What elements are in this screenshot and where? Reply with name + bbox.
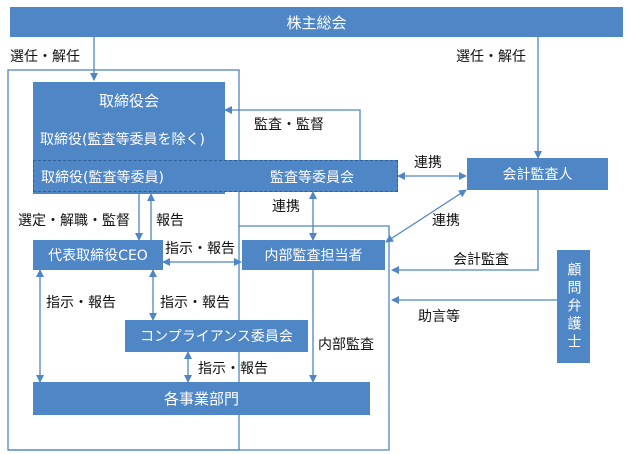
label-instruct-ceo-comp: 指示・報告 [160, 295, 230, 311]
lawyer-box: 顧問弁護士 [557, 250, 590, 363]
directors-excl-audit: 取締役(監査等委員を除く) [40, 132, 205, 148]
label-select-dismiss: 選定・解職・監督 [18, 213, 130, 229]
label-instruct-comp-dept: 指示・報告 [198, 361, 268, 377]
internal-audit-box: 内部監査担当者 [242, 240, 385, 270]
directors-audit-box: 取締役(監査等委員) 監査等委員会 [33, 160, 398, 192]
label-coop-audit-internal: 連携 [272, 199, 300, 215]
label-coop-audit-accounting: 連携 [414, 155, 442, 171]
label-advice: 助言等 [418, 309, 460, 325]
accounting-auditor-box: 会計監査人 [467, 158, 608, 190]
label-internal-audit: 内部監査 [318, 337, 374, 353]
compliance-box: コンプライアンス委員会 [125, 320, 308, 352]
shareholders-meeting-box: 株主総会 [10, 7, 623, 37]
label-instruct-ceo-dept: 指示・報告 [46, 295, 116, 311]
arrow-audit-board [224, 106, 361, 160]
audit-committee-label: 監査等委員会 [270, 170, 354, 186]
directors-audit-label: 取締役(監査等委員) [41, 170, 164, 186]
label-coop-accounting-internal: 連携 [432, 213, 460, 229]
label-instruct-ceo-internal: 指示・報告 [165, 241, 235, 257]
board-title: 取締役会 [98, 92, 159, 110]
departments-box: 各事業部門 [33, 382, 370, 415]
arrow-accounting-company [391, 190, 539, 274]
label-elect-left: 選任・解任 [10, 49, 80, 65]
arrow-accounting-internal [385, 189, 467, 243]
label-report-ceo-board: 報告 [156, 213, 184, 229]
label-elect-right: 選任・解任 [456, 49, 526, 65]
ceo-box: 代表取締役CEO [33, 240, 163, 270]
label-accounting-audit: 会計監査 [453, 252, 509, 268]
label-audit-supervise: 監査・監督 [254, 117, 324, 133]
